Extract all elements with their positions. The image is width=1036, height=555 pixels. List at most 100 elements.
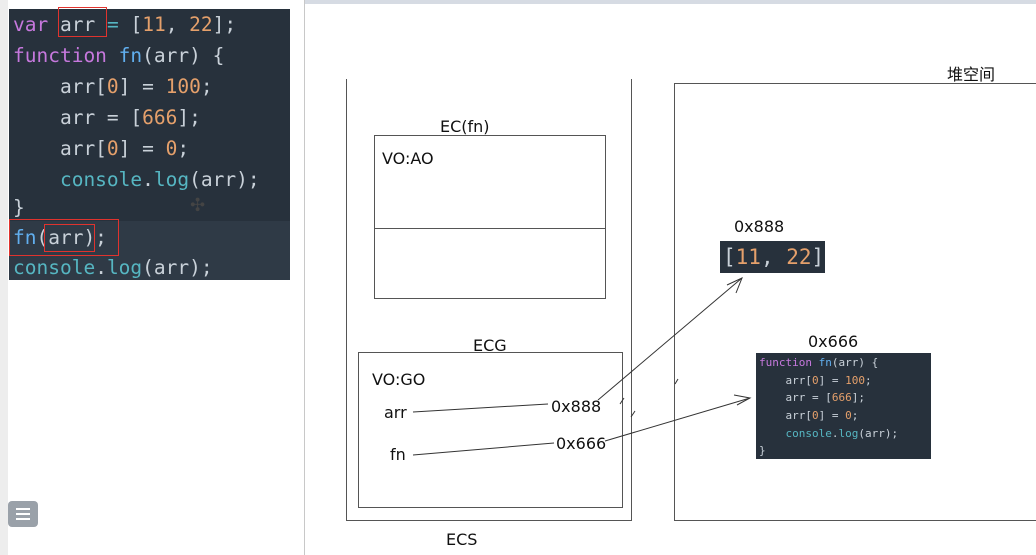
code-editor: var arr = [11, 22]; function fn(arr) { a… <box>9 9 290 280</box>
code-token: 0 <box>165 137 178 160</box>
heap-array-content: [11, 22] <box>723 241 824 273</box>
top-bar <box>0 0 1036 4</box>
code-token: 0 <box>106 137 119 160</box>
code-token: function <box>759 356 812 369</box>
code-token: (arr); <box>189 168 260 191</box>
heap-label: 堆空间 <box>947 65 996 84</box>
code-token: fn <box>818 356 832 369</box>
heap-function-line: } <box>759 442 766 460</box>
code-token: arr = [ <box>759 391 832 404</box>
list-icon[interactable] <box>8 501 38 527</box>
code-token: . <box>142 168 154 191</box>
code-token: ] = <box>818 374 846 387</box>
code-token: ; <box>851 409 859 422</box>
ecs-label: ECS <box>446 530 478 549</box>
code-token: console <box>13 256 96 279</box>
code-token: ]; <box>212 13 237 36</box>
ecg-vo-label: VO:GO <box>372 370 426 389</box>
code-token: function <box>13 44 107 67</box>
code-token: 100 <box>165 75 201 98</box>
code-token: ]; <box>851 391 865 404</box>
code-token: ] = <box>818 409 846 422</box>
code-token: 666 <box>142 106 178 129</box>
heap-function-line: arr[0] = 100; <box>759 372 872 390</box>
heap-space <box>674 83 1036 521</box>
code-token: log <box>838 427 859 440</box>
ecg-title: ECG <box>473 336 507 355</box>
code-token: console <box>759 427 832 440</box>
code-line: fn(arr); <box>13 222 107 253</box>
code-token: (arr) { <box>142 44 225 67</box>
heap-tick-1 <box>619 397 625 405</box>
code-token: fn <box>118 44 143 67</box>
ecg-var-arr-name: arr <box>384 403 407 422</box>
code-token: 0 <box>106 75 119 98</box>
code-token: (arr) { <box>831 356 879 369</box>
code-line: console.log(arr); <box>13 164 260 195</box>
current-line-highlight <box>9 221 290 280</box>
code-token: . <box>831 427 839 440</box>
ecg-var-arr-value: 0x888 <box>551 397 602 416</box>
code-token: ; <box>864 374 872 387</box>
code-token: 22 <box>786 245 812 269</box>
code-token: arr <box>59 13 96 36</box>
code-token: log <box>106 256 143 279</box>
move-cursor-icon: ✣ <box>190 195 206 216</box>
heap-function-line: arr[0] = 0; <box>759 407 858 425</box>
code-token: 100 <box>845 374 865 387</box>
code-token: var <box>13 13 49 36</box>
code-token: arr[ <box>13 137 107 160</box>
arr-pointer-line <box>412 403 549 413</box>
code-line: arr[0] = 0; <box>13 133 189 164</box>
code-token: 11 <box>142 13 166 36</box>
code-token: ] = <box>118 75 166 98</box>
fn-to-heap-arrow <box>604 397 751 442</box>
fn-pointer-line <box>412 442 555 456</box>
ecg-var-fn-value: 0x666 <box>556 434 607 453</box>
heap-function-address: 0x666 <box>808 332 859 351</box>
code-token: } <box>13 196 25 219</box>
code-line: function fn(arr) { <box>13 40 224 71</box>
code-token: = <box>95 13 131 36</box>
ec-fn-title: EC(fn) <box>440 117 490 136</box>
arr-arrowhead <box>726 277 743 294</box>
arr-declaration-highlight <box>58 7 107 37</box>
code-token: (arr); <box>858 427 899 440</box>
fn-arrowhead <box>733 394 752 406</box>
heap-tick-2 <box>630 410 636 418</box>
code-token: (arr); <box>36 226 107 249</box>
code-token: ; <box>177 137 190 160</box>
code-line: console.log(arr); <box>13 252 213 283</box>
code-token: . <box>95 256 107 279</box>
panel-edge <box>0 0 8 555</box>
arr-to-heap-arrow <box>597 277 743 401</box>
ecg-var-fn-name: fn <box>390 445 406 464</box>
execution-context-stack <box>346 79 632 521</box>
heap-function-line: arr = [666]; <box>759 389 865 407</box>
code-token: log <box>153 168 190 191</box>
heap-tick-3 <box>674 378 679 385</box>
heap-function-line: console.log(arr); <box>759 425 898 443</box>
code-token: fn <box>13 226 37 249</box>
code-token: 11 <box>735 245 761 269</box>
code-line: var arr = [11, 22]; <box>13 9 236 40</box>
fn-call-highlight <box>9 219 119 256</box>
code-token: ] = <box>118 137 166 160</box>
ec-fn-box <box>374 135 606 299</box>
code-token: , <box>760 245 787 269</box>
code-token: console <box>13 168 143 191</box>
code-token: arr[ <box>13 75 107 98</box>
fn-arg-highlight <box>44 224 95 252</box>
code-token: , <box>165 13 190 36</box>
heap-array-object: [11, 22] <box>720 241 825 273</box>
code-token: arr[ <box>759 374 812 387</box>
code-line: } <box>13 192 25 223</box>
heap-function-line: function fn(arr) { <box>759 354 878 372</box>
code-token: ]; <box>177 106 201 129</box>
ecg-box <box>358 352 623 508</box>
code-line: arr = [666]; <box>13 102 201 133</box>
code-token: ; <box>200 75 213 98</box>
ec-fn-divider <box>375 228 605 229</box>
heap-array-address: 0x888 <box>734 217 785 236</box>
